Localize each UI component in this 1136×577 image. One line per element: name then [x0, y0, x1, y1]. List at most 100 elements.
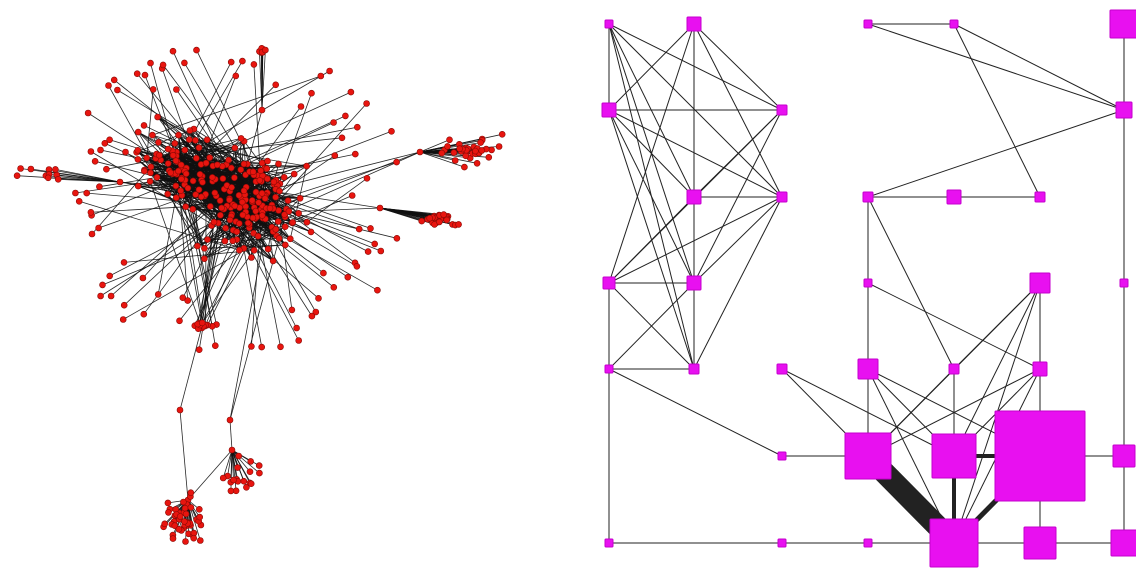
network-node — [236, 246, 243, 254]
network-node — [159, 61, 167, 69]
network-node — [236, 220, 243, 227]
network-node — [209, 174, 216, 181]
network-node — [994, 410, 1086, 502]
network-node — [488, 146, 495, 154]
network-node — [210, 218, 218, 226]
network-node — [176, 317, 183, 325]
network-node — [143, 154, 150, 162]
network-node — [182, 538, 189, 545]
edge-line — [172, 51, 243, 203]
edge-line — [608, 109, 695, 284]
network-node — [182, 203, 189, 210]
network-node — [181, 504, 189, 512]
network-node — [141, 71, 149, 79]
edge-line — [608, 109, 783, 198]
network-node — [189, 177, 197, 185]
network-node — [450, 149, 458, 156]
network-node — [110, 76, 118, 84]
network-node — [315, 294, 322, 302]
network-node — [101, 140, 109, 147]
network-node — [173, 86, 180, 93]
network-node — [303, 162, 310, 170]
network-node — [194, 242, 201, 250]
edge-line — [608, 368, 783, 457]
network-node — [275, 160, 282, 168]
network-node — [498, 131, 506, 138]
edge-line — [152, 75, 321, 136]
network-node — [230, 476, 237, 484]
network-node — [275, 207, 283, 214]
network-node — [472, 147, 479, 155]
network-node — [17, 165, 24, 172]
network-node — [276, 187, 283, 195]
network-node — [72, 189, 79, 197]
network-node — [281, 211, 288, 218]
network-node — [330, 119, 337, 126]
network-node — [177, 161, 185, 169]
network-node — [946, 189, 962, 205]
edge-line — [264, 165, 307, 178]
network-node — [240, 187, 248, 195]
edge-line — [172, 61, 232, 174]
right-network-panel — [560, 0, 1136, 577]
network-node — [198, 193, 205, 201]
network-node — [451, 157, 459, 164]
network-node — [181, 146, 189, 154]
network-node — [272, 193, 279, 201]
network-node — [229, 237, 237, 245]
network-node — [478, 147, 486, 154]
network-node — [84, 109, 92, 117]
network-node — [353, 123, 361, 131]
edge-line — [197, 222, 219, 325]
edge-line — [867, 23, 1125, 111]
network-node — [277, 343, 284, 351]
network-node — [257, 167, 265, 174]
network-node — [156, 151, 163, 159]
network-node — [226, 196, 233, 204]
edge-line — [249, 151, 421, 229]
network-node — [244, 219, 252, 227]
edge-line — [110, 200, 221, 297]
network-node — [239, 57, 246, 65]
network-node — [202, 159, 210, 167]
network-node — [1115, 101, 1133, 119]
network-node — [270, 178, 278, 186]
network-node — [348, 192, 356, 199]
network-node — [222, 224, 229, 232]
network-node — [88, 230, 96, 238]
left-network-panel — [0, 0, 560, 577]
network-node — [172, 157, 180, 164]
edge-line — [90, 151, 274, 262]
network-node — [604, 364, 614, 374]
network-node — [116, 178, 124, 186]
edge-line — [261, 49, 266, 111]
network-node — [272, 226, 280, 233]
network-node — [97, 146, 104, 154]
network-node — [281, 223, 289, 230]
network-node — [289, 219, 297, 226]
edge-line — [199, 222, 215, 326]
network-node — [353, 262, 361, 270]
network-node — [175, 131, 182, 139]
edge-line — [231, 449, 234, 481]
network-node — [240, 477, 248, 485]
network-node — [363, 100, 370, 107]
network-node — [371, 240, 379, 248]
edge-line — [184, 62, 250, 172]
edge-line — [222, 449, 233, 479]
edge-line — [238, 223, 263, 348]
edge-line — [419, 151, 478, 164]
network-node — [374, 286, 381, 294]
network-node — [250, 61, 258, 68]
network-node — [250, 247, 258, 254]
network-node — [234, 464, 241, 471]
network-node — [196, 513, 203, 521]
network-node — [27, 165, 35, 173]
edge-line — [187, 449, 233, 501]
network-node — [219, 474, 227, 482]
network-node — [293, 324, 300, 332]
network-node — [140, 310, 148, 318]
network-node — [226, 216, 234, 224]
network-node — [216, 197, 224, 204]
edge-line — [227, 449, 233, 477]
